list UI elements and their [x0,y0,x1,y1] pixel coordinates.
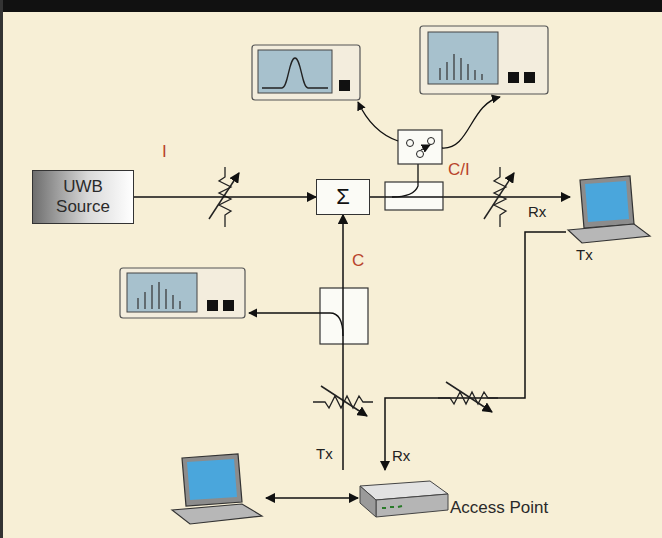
top-bar [0,0,662,12]
rf-switch [398,130,442,164]
port-name: Rx [392,448,410,463]
switch-port [417,151,424,158]
access-point: Access Point [330,470,552,532]
operator-symbol: Σ [336,184,350,209]
signal-connector [134,196,316,198]
signal-name: C/I [448,161,470,178]
coupler-tap [392,164,418,197]
laptop [568,176,650,243]
left-edge [0,0,3,538]
port-name: Tx [576,247,593,262]
router-leds [382,506,402,508]
spectrum-analyzer [120,268,245,318]
directional-coupler [385,182,443,210]
node-label: Access Point [450,498,548,518]
router-side [360,486,376,517]
signal-connector [342,215,344,470]
laptop [172,454,262,524]
router-icon [330,470,460,532]
switch-port [407,140,414,147]
tx-return-line [385,232,566,470]
oscilloscope [252,45,360,100]
lan-link [266,497,358,499]
signal-name: I [162,143,167,160]
switch-arm [421,145,430,150]
node-label: UWB Source [51,177,115,216]
switch-port [428,138,435,145]
source-box: UWB Source [32,170,134,224]
spectrum-analyzer [420,26,548,94]
router-front [376,494,448,517]
port-name: Tx [316,446,333,461]
directional-coupler [320,288,368,344]
variable-attenuator [438,382,498,412]
signal-name: C [352,252,364,269]
coupler-tap [249,313,343,336]
port-name: Rx [528,204,546,219]
variable-attenuator [484,167,514,227]
summer-box: Σ [316,179,370,214]
switch-output [358,102,398,141]
switch-output [442,97,500,148]
